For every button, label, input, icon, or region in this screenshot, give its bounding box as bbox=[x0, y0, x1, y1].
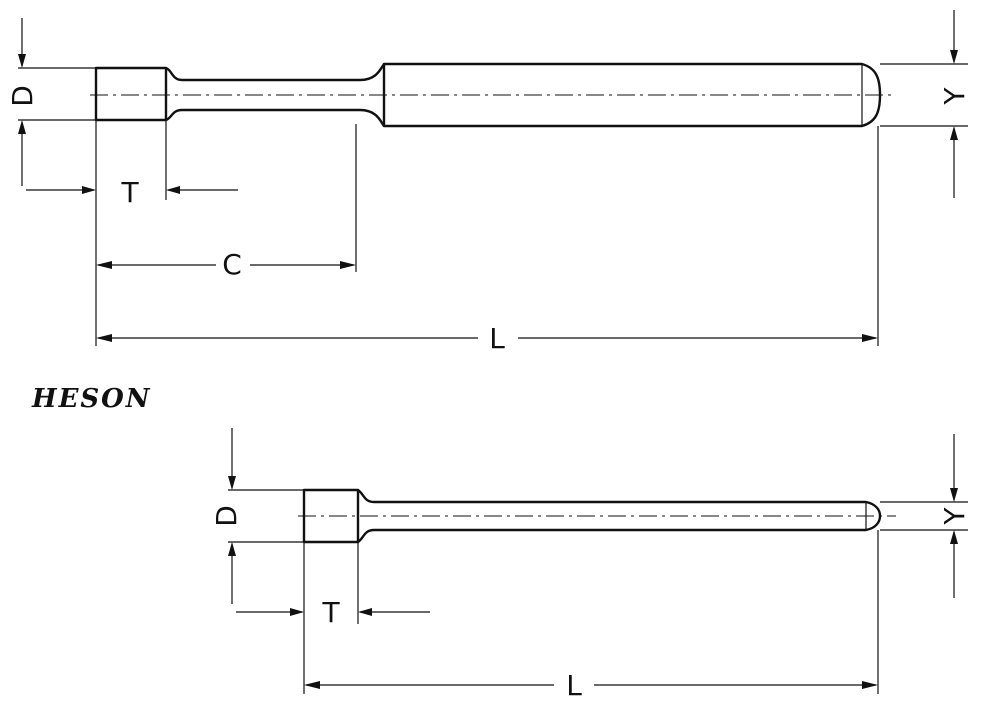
bottom-l-arrow-left bbox=[304, 681, 320, 689]
top-y-label: Y bbox=[938, 87, 971, 106]
top-d-label: D bbox=[6, 85, 39, 107]
top-t-arrow-left bbox=[82, 186, 96, 194]
top-l-arrow-right bbox=[862, 334, 878, 342]
bottom-y-label: Y bbox=[938, 507, 971, 526]
bottom-d-arrow-lower bbox=[228, 542, 236, 556]
top-c-arrow-right bbox=[340, 261, 356, 269]
bottom-t-arrow-left bbox=[290, 608, 304, 616]
top-l-label: L bbox=[489, 322, 505, 355]
bottom-t-arrow-right bbox=[358, 608, 372, 616]
bottom-l-arrow-right bbox=[862, 681, 878, 689]
bottom-t-label: T bbox=[321, 596, 340, 629]
bottom-l-label: L bbox=[566, 669, 582, 702]
bottom-pin-drawing: D T L Y bbox=[210, 428, 971, 702]
top-c-label: C bbox=[222, 248, 242, 281]
top-pin-neck-lower bbox=[165, 108, 386, 127]
top-t-label: T bbox=[120, 176, 139, 209]
top-pin-drawing: D T C L Y bbox=[6, 10, 971, 355]
top-y-arrow-upper bbox=[950, 50, 958, 64]
bottom-y-arrow-upper bbox=[950, 488, 958, 502]
top-y-arrow-lower bbox=[950, 126, 958, 140]
bottom-y-arrow-lower bbox=[950, 530, 958, 544]
brand-label: HESON bbox=[31, 384, 152, 414]
top-c-arrow-left bbox=[96, 261, 112, 269]
bottom-d-arrow-upper bbox=[228, 476, 236, 490]
top-d-arrow-lower bbox=[18, 120, 26, 134]
bottom-d-label: D bbox=[210, 505, 243, 527]
top-d-arrow-upper bbox=[18, 54, 26, 68]
top-pin-head bbox=[94, 66, 168, 122]
top-pin-neck-upper bbox=[165, 63, 386, 82]
top-t-arrow-right bbox=[166, 186, 180, 194]
top-l-arrow-left bbox=[96, 334, 112, 342]
